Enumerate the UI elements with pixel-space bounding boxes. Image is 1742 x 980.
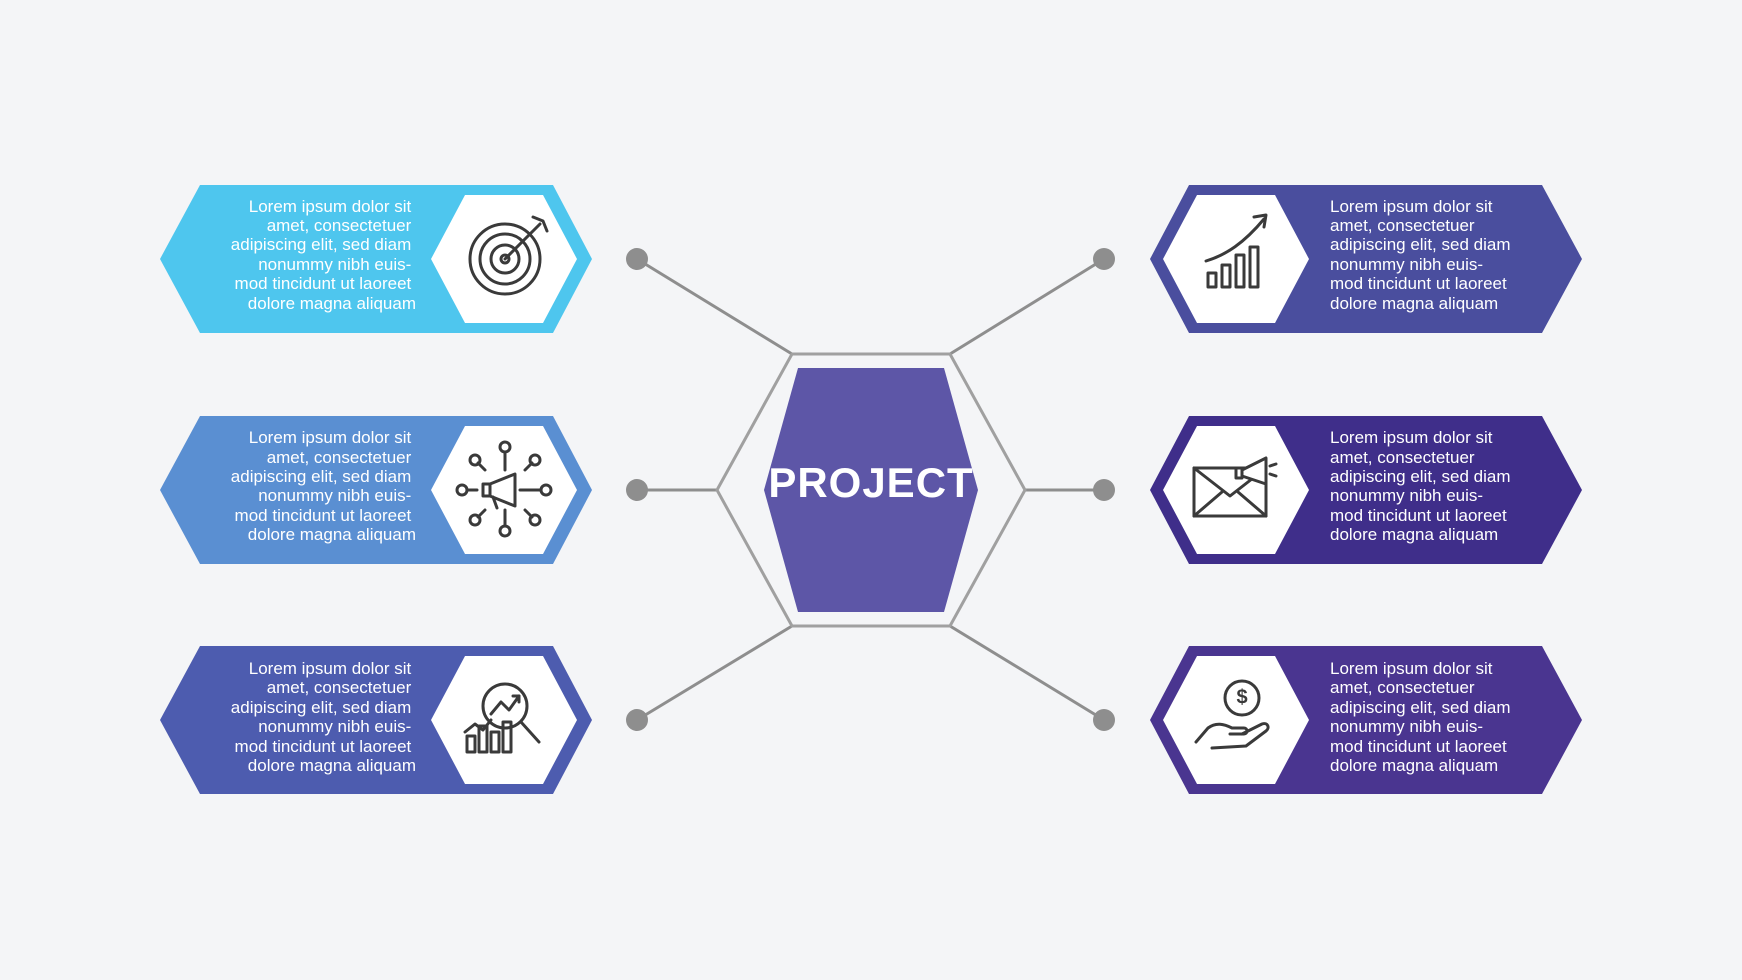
- card-right-2-line-3: adipiscing elit, sed diam: [1330, 467, 1510, 486]
- card-left-2-text: Lorem ipsum dolor sit amet, consectetuer…: [231, 428, 416, 544]
- card-right-1-text: Lorem ipsum dolor sit amet, consectetuer…: [1330, 197, 1515, 313]
- card-left-3-line-5: mod tincidunt ut laoreet: [235, 737, 412, 756]
- card-right-3-line-4: nonummy nibh euis-: [1330, 717, 1483, 736]
- card-right-3: Lorem ipsum dolor sit amet, consectetuer…: [1150, 646, 1582, 794]
- connector-dot-right-bottom: [1093, 709, 1115, 731]
- card-left-2: Lorem ipsum dolor sit amet, consectetuer…: [160, 416, 592, 564]
- card-right-3-icon-hex: [1163, 656, 1309, 784]
- card-right-2-line-2: amet, consectetuer: [1330, 448, 1475, 467]
- card-left-1-line-5: mod tincidunt ut laoreet: [235, 274, 412, 293]
- center-title: PROJECT: [768, 459, 973, 506]
- card-left-3-line-2: amet, consectetuer: [267, 678, 412, 697]
- card-left-1-text: Lorem ipsum dolor sit amet, consectetuer…: [231, 197, 416, 313]
- card-left-1-line-6: dolore magna aliquam: [248, 294, 416, 313]
- card-right-3-line-6: dolore magna aliquam: [1330, 756, 1498, 775]
- card-left-1-line-2: amet, consectetuer: [267, 216, 412, 235]
- dollar-symbol: $: [1236, 686, 1247, 708]
- card-left-3-line-4: nonummy nibh euis-: [258, 717, 411, 736]
- card-right-2-text: Lorem ipsum dolor sit amet, consectetuer…: [1330, 428, 1515, 544]
- card-left-3: Lorem ipsum dolor sit amet, consectetuer…: [160, 646, 592, 794]
- card-right-1-line-5: mod tincidunt ut laoreet: [1330, 274, 1507, 293]
- card-left-1-line-3: adipiscing elit, sed diam: [231, 235, 411, 254]
- card-right-3-line-3: adipiscing elit, sed diam: [1330, 698, 1510, 717]
- connector-dot-right-middle: [1093, 479, 1115, 501]
- connector-dot-left-bottom: [626, 709, 648, 731]
- card-left-2-line-6: dolore magna aliquam: [248, 525, 416, 544]
- card-right-2-line-1: Lorem ipsum dolor sit: [1330, 428, 1493, 447]
- card-right-1-line-4: nonummy nibh euis-: [1330, 255, 1483, 274]
- megaphone-network-icon: [455, 440, 553, 538]
- card-left-1-line-1: Lorem ipsum dolor sit: [249, 197, 412, 216]
- analytics-search-icon: [463, 682, 541, 754]
- center-hexagon: [764, 368, 978, 612]
- card-right-3-line-5: mod tincidunt ut laoreet: [1330, 737, 1507, 756]
- card-left-2-line-3: adipiscing elit, sed diam: [231, 467, 411, 486]
- card-left-1: Lorem ipsum dolor sit amet, consectetuer…: [160, 185, 592, 333]
- card-left-1-line-4: nonummy nibh euis-: [258, 255, 411, 274]
- card-left-2-line-1: Lorem ipsum dolor sit: [249, 428, 412, 447]
- connector-dots: [626, 248, 1115, 731]
- connector-line-left-top: [636, 257, 793, 356]
- growth-chart-icon: [1204, 213, 1268, 289]
- card-right-2-line-6: dolore magna aliquam: [1330, 525, 1498, 544]
- card-right-3-line-2: amet, consectetuer: [1330, 678, 1475, 697]
- connector-line-right-bottom: [949, 624, 1105, 722]
- card-right-1-line-1: Lorem ipsum dolor sit: [1330, 197, 1493, 216]
- card-left-2-line-4: nonummy nibh euis-: [258, 486, 411, 505]
- card-left-3-line-6: dolore magna aliquam: [248, 756, 416, 775]
- connector-dot-left-middle: [626, 479, 648, 501]
- connector-line-left-bottom: [636, 624, 793, 722]
- card-left-3-line-1: Lorem ipsum dolor sit: [249, 659, 412, 678]
- target-icon: [468, 215, 549, 296]
- card-left-3-line-3: adipiscing elit, sed diam: [231, 698, 411, 717]
- connector-line-right-top: [949, 257, 1105, 356]
- card-right-3-text: Lorem ipsum dolor sit amet, consectetuer…: [1330, 659, 1515, 775]
- hand-money-icon: [1194, 679, 1270, 750]
- connector-dot-left-top: [626, 248, 648, 270]
- center-node: PROJECT: [715, 352, 1027, 628]
- card-left-2-line-2: amet, consectetuer: [267, 448, 412, 467]
- card-right-1-line-2: amet, consectetuer: [1330, 216, 1475, 235]
- card-right-3-line-1: Lorem ipsum dolor sit: [1330, 659, 1493, 678]
- connector-dot-right-top: [1093, 248, 1115, 270]
- card-right-2-line-4: nonummy nibh euis-: [1330, 486, 1483, 505]
- email-marketing-icon: [1192, 456, 1278, 518]
- card-right-1: Lorem ipsum dolor sit amet, consectetuer…: [1150, 185, 1582, 333]
- card-left-2-line-5: mod tincidunt ut laoreet: [235, 506, 412, 525]
- card-left-3-text: Lorem ipsum dolor sit amet, consectetuer…: [231, 659, 416, 775]
- card-right-1-line-3: adipiscing elit, sed diam: [1330, 235, 1510, 254]
- connectors: [636, 257, 1105, 722]
- card-right-2: Lorem ipsum dolor sit amet, consectetuer…: [1150, 416, 1582, 564]
- card-right-1-line-6: dolore magna aliquam: [1330, 294, 1498, 313]
- card-right-2-line-5: mod tincidunt ut laoreet: [1330, 506, 1507, 525]
